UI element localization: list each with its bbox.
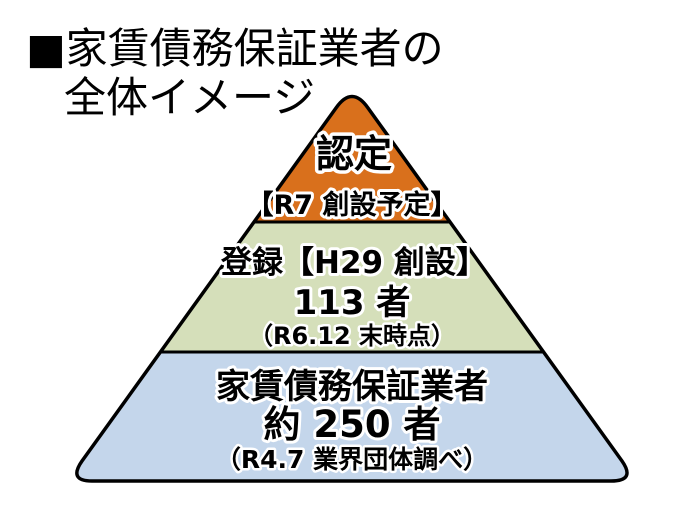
tier-bottom-count: 約 250 者 [264,403,441,446]
tier-middle-label: 登録【H29 創設】 [220,245,487,281]
pyramid-outline [75,94,629,483]
tier-middle-note: （R6.12 末時点） [249,322,455,350]
page-title-line2: 全体イメージ [64,73,316,122]
tier-bottom-note: （R4.7 業界団体調べ） [216,445,488,474]
tier-top-note: 【R7 創設予定】 [247,189,458,221]
page-title-line1: ■家賃債務保証業者の [26,24,444,73]
pyramid-tier-bottom-fill [76,352,628,481]
tier-bottom-label: 家賃債務保証業者 [216,367,488,407]
tier-middle-count: 113 者 [294,283,411,323]
tier-top-label: 認定 [316,132,392,176]
